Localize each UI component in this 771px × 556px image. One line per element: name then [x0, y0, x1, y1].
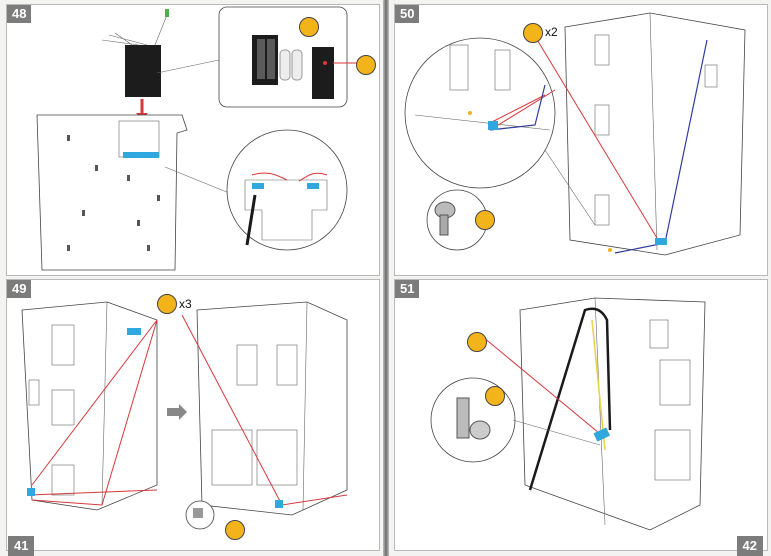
wrench-badge	[356, 55, 376, 75]
page-number: 41	[8, 536, 35, 556]
glue-badge	[523, 23, 543, 43]
step-48-illustration	[36, 6, 359, 271]
quantity-label: x2	[545, 25, 558, 39]
glue-badge	[157, 294, 177, 314]
right-page: 50	[389, 0, 771, 556]
battery-box	[125, 45, 161, 97]
tape	[123, 152, 159, 158]
glue-badge	[299, 17, 319, 37]
page-gutter	[383, 0, 389, 556]
step-50-panel: 50	[394, 4, 768, 276]
wrench-badge	[485, 386, 505, 406]
step-49-illustration	[21, 301, 348, 530]
wrench-badge	[475, 210, 495, 230]
step-number: 51	[395, 280, 420, 298]
wrench-badge	[225, 520, 245, 540]
step-51-illustration	[430, 297, 706, 531]
left-page: 48	[0, 0, 383, 556]
quantity-label: x3	[179, 297, 192, 311]
glue-badge	[467, 332, 487, 352]
page-number: 42	[736, 536, 763, 556]
step-number: 48	[7, 5, 32, 23]
step-number: 49	[7, 280, 32, 298]
step-number: 50	[395, 5, 420, 23]
step-51-panel: 51	[394, 279, 768, 551]
step-48-panel: 48	[6, 4, 380, 276]
step-49-panel: 49	[6, 279, 380, 551]
step-50-illustration	[404, 12, 746, 256]
